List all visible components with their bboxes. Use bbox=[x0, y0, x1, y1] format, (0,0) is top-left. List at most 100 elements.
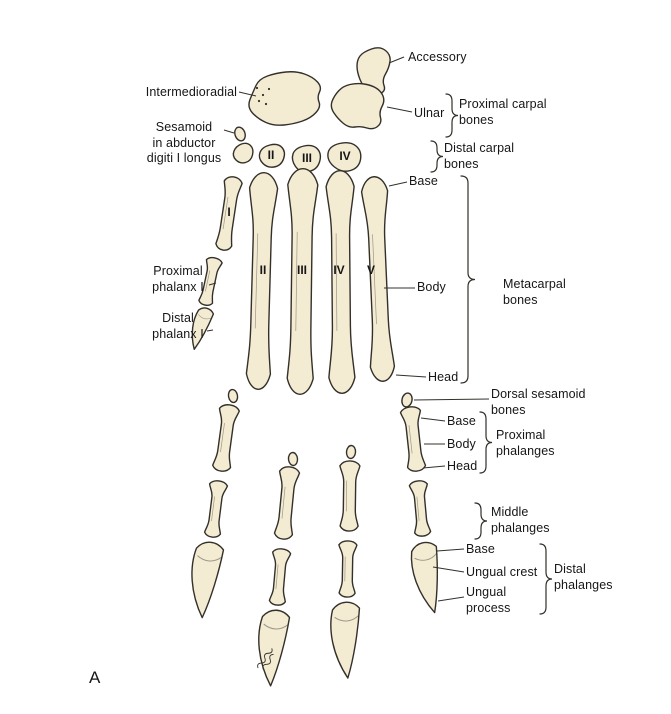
sesamoid-abductor-bone bbox=[234, 126, 246, 142]
brace-metacarpal-bones bbox=[460, 175, 476, 384]
metacarpal-4-bone bbox=[325, 170, 356, 394]
brace-distal-carpal-bones bbox=[430, 140, 444, 173]
numeral-metacarpal-2: II bbox=[259, 263, 267, 277]
label-distal-phalanges: Distal phalanges bbox=[554, 562, 613, 593]
label-middle-phalanges: Middle phalanges bbox=[491, 505, 550, 536]
label-proximal-phalanx-1: Proximal phalanx I bbox=[146, 264, 210, 295]
carpal-2-bone bbox=[258, 143, 286, 168]
middle-phalanx-2-bone bbox=[203, 480, 229, 538]
label-line: bones bbox=[444, 156, 479, 171]
label-line: Ungual bbox=[466, 585, 507, 599]
label-ungual-crest: Ungual crest bbox=[466, 565, 538, 579]
label-line: Sesamoid bbox=[155, 120, 213, 134]
label-ungual-process: Ungual process bbox=[466, 585, 510, 616]
dorsal-sesamoid-4-bone bbox=[345, 444, 357, 460]
label-proximal-carpal-bones: Proximal carpal bones bbox=[459, 97, 547, 128]
metacarpal-2-bone bbox=[245, 172, 279, 390]
label-line: Metacarpal bbox=[503, 277, 566, 291]
leader-line bbox=[395, 374, 427, 378]
leader-line bbox=[206, 329, 214, 332]
dorsal-sesamoid-5-bone bbox=[401, 392, 413, 408]
leader-line bbox=[413, 398, 490, 401]
brace-proximal-carpal-bones bbox=[445, 93, 459, 138]
label-metacarpal-body: Body bbox=[417, 280, 446, 294]
bone-texture-dot bbox=[261, 93, 265, 97]
label-distal-phalanx-1: Distal phalanx I bbox=[146, 311, 210, 342]
label-proximal-phalanges: Proximal phalanges bbox=[496, 428, 555, 459]
proximal-phalanx-3-bone bbox=[273, 466, 301, 540]
numeral-distal-carpal-3: III bbox=[301, 151, 313, 165]
middle-phalanx-3-bone bbox=[268, 548, 292, 606]
leader-line bbox=[436, 548, 465, 552]
bone-texture-dot bbox=[267, 87, 271, 91]
numeral-metacarpal-4: IV bbox=[333, 263, 345, 277]
label-line: phalanges bbox=[491, 520, 550, 535]
leader-line bbox=[208, 282, 217, 286]
proximal-phalanx-2-bone bbox=[212, 404, 240, 472]
panel-label: A bbox=[89, 668, 101, 687]
label-line: bones bbox=[503, 292, 538, 307]
label-distal-carpal-bones: Distal carpal bones bbox=[444, 141, 514, 172]
leader-line bbox=[432, 566, 465, 573]
leader-line bbox=[437, 596, 465, 602]
middle-phalanx-4-bone bbox=[338, 540, 358, 598]
label-distal-phalanx-base: Base bbox=[466, 542, 495, 556]
leader-line bbox=[388, 181, 408, 187]
label-metacarpal-base: Base bbox=[409, 174, 438, 188]
leader-line bbox=[223, 129, 235, 134]
leader-line bbox=[422, 465, 446, 469]
numeral-metacarpal-1: I bbox=[227, 205, 231, 219]
artist-signature bbox=[257, 648, 274, 670]
label-ulnar: Ulnar bbox=[414, 106, 445, 120]
label-intermedioradial: Intermedioradial bbox=[145, 85, 237, 99]
proximal-phalanx-4-bone bbox=[339, 460, 361, 532]
intermedioradial-carpal-bone bbox=[248, 71, 322, 126]
label-metacarpal-bones: Metacarpal bones bbox=[503, 277, 566, 308]
distal-phalanx-1-bone bbox=[187, 306, 215, 352]
label-dorsal-sesamoid-bones: Dorsal sesamoid bones bbox=[491, 387, 586, 418]
label-line: in abductor bbox=[152, 135, 216, 150]
carpal-3-bone bbox=[291, 144, 322, 173]
proximal-phalanx-5-bone bbox=[399, 406, 427, 472]
dorsal-sesamoid-3-bone bbox=[287, 451, 299, 467]
label-line: Dorsal sesamoid bbox=[491, 387, 586, 401]
dorsal-sesamoid-2-bone bbox=[227, 388, 239, 404]
metacarpal-5-bone bbox=[360, 176, 396, 382]
label-line: Proximal bbox=[496, 428, 546, 442]
brace-distal-phalanges bbox=[539, 543, 553, 615]
label-line: phalanges bbox=[554, 577, 613, 592]
leader-line bbox=[420, 417, 446, 422]
label-line: process bbox=[466, 600, 511, 615]
brace-middle-phalanges bbox=[474, 502, 488, 540]
metacarpal-1-bone bbox=[215, 176, 243, 251]
distal-phalanx-5-bone bbox=[408, 540, 450, 615]
label-proximal-phalanx-base: Base bbox=[447, 414, 476, 428]
numeral-distal-carpal-4: IV bbox=[339, 149, 351, 163]
label-line: phalanges bbox=[496, 443, 555, 458]
label-line: bones bbox=[459, 112, 494, 127]
label-line: digiti I longus bbox=[146, 151, 222, 165]
distal-phalanx-4-bone bbox=[329, 601, 364, 679]
label-line: Proximal carpal bbox=[459, 97, 547, 111]
carpal-4-bone bbox=[327, 141, 362, 172]
numeral-metacarpal-5: V bbox=[366, 263, 376, 277]
middle-phalanx-5-bone bbox=[408, 480, 432, 537]
brace-proximal-phalanges bbox=[479, 411, 493, 474]
leader-line bbox=[386, 106, 413, 113]
label-line: bones bbox=[491, 402, 526, 417]
leader-line bbox=[238, 91, 257, 97]
label-accessory: Accessory bbox=[408, 50, 467, 64]
carpal-1-bone bbox=[232, 142, 254, 164]
label-line: Distal carpal bbox=[444, 141, 515, 155]
label-sesamoid-abductor: Sesamoid in abductor digiti I longus bbox=[134, 120, 234, 167]
label-line: phalanx I bbox=[152, 326, 204, 341]
distal-phalanx-3-bone bbox=[257, 610, 290, 687]
leader-line bbox=[388, 56, 405, 64]
label-line: Distal bbox=[554, 562, 586, 576]
label-line: Proximal bbox=[153, 264, 203, 278]
bone-texture-dot bbox=[255, 86, 259, 90]
metacarpal-3-bone bbox=[286, 168, 319, 395]
label-proximal-phalanx-head: Head bbox=[447, 459, 478, 473]
